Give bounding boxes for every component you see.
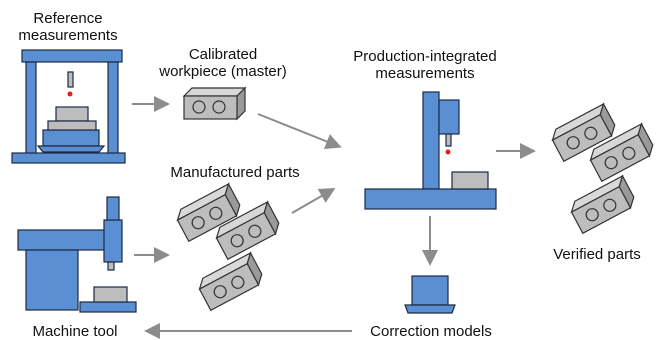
correction-label: Correction models — [370, 323, 492, 340]
arrow-parts-to-production — [291, 188, 336, 214]
flow-arrows — [132, 96, 536, 339]
reference-cmm-icon — [11, 49, 126, 164]
production-label-line2: measurements — [375, 65, 475, 82]
reference-label: Reference measurements — [8, 10, 128, 44]
manufactured-label: Manufactured parts — [170, 164, 300, 181]
production-cmm-icon — [364, 91, 497, 210]
production-probe-tip-icon — [445, 149, 451, 155]
verified-label: Verified parts — [553, 246, 641, 263]
manufactured-parts-icon — [176, 182, 280, 312]
monitor-icon — [404, 275, 456, 314]
master-label-line2: workpiece (master) — [159, 63, 287, 80]
reference-label-line1: Reference — [33, 10, 103, 27]
machine-tool-icon — [17, 196, 137, 313]
verified-parts-icon — [551, 102, 654, 235]
reference-label-line2: measurements — [18, 27, 118, 44]
machine-tool-label: Machine tool — [32, 323, 118, 340]
production-label: Production-integrated measurements — [340, 48, 510, 82]
master-label-line1: Calibrated — [188, 46, 258, 63]
master-workpiece-icon — [182, 86, 247, 121]
master-label: Calibrated workpiece (master) — [148, 46, 298, 80]
production-label-line1: Production-integrated — [353, 48, 497, 65]
probe-tip-icon — [67, 91, 73, 97]
arrow-master-to-production — [257, 113, 342, 149]
